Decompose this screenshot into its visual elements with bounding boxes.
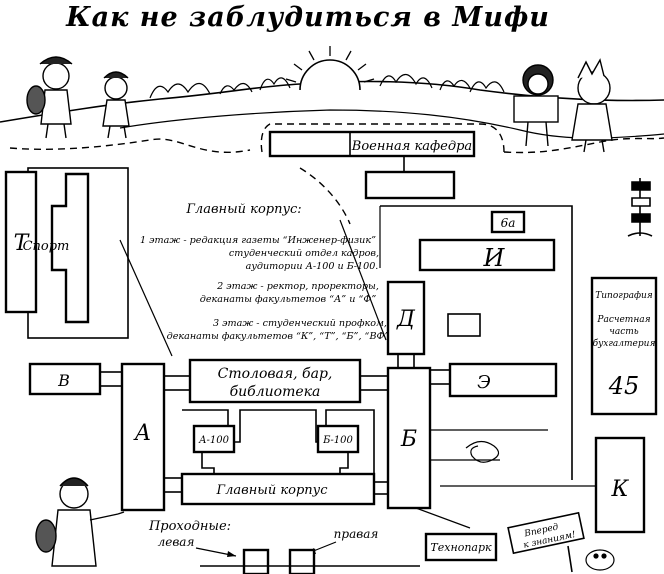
main-building-label: Главный корпус xyxy=(216,483,329,498)
military-department-label: Военная кафедра xyxy=(351,139,472,154)
room-b100[interactable] xyxy=(316,424,360,454)
legend-floor3-line1: 3 этаж - студенческий профком, xyxy=(213,318,387,329)
connector-canteen-b xyxy=(359,375,389,391)
cartoon-kids-right xyxy=(513,58,613,153)
connector-b-e xyxy=(429,369,451,385)
building-sport-label: Спорт xyxy=(23,239,70,254)
building-t[interactable] xyxy=(4,170,38,314)
connector-a-main xyxy=(163,477,183,493)
dashed-path-right xyxy=(503,137,664,154)
building-military-annex[interactable] xyxy=(364,170,456,200)
legend-floor1-line2: студенческий отдел кадров, xyxy=(229,248,379,259)
road-line-left xyxy=(119,239,173,357)
main-building-legend: Главный корпус: 1 этаж - редакция газеты… xyxy=(140,202,389,342)
building-6a-label: 6а xyxy=(501,216,516,230)
building-t-label: Т xyxy=(14,231,31,256)
connector-main-b xyxy=(373,481,389,495)
dashed-path-down xyxy=(299,167,351,225)
checkpoint-left-label: левая xyxy=(158,535,195,549)
canteen-label-line2: библиотека xyxy=(230,384,321,400)
legend-floor1-line1: 1 этаж - редакция газеты “Инженер-физик” xyxy=(140,235,376,246)
dashed-path-top xyxy=(9,138,251,153)
building-technopark[interactable] xyxy=(424,532,498,562)
swirl-decoration xyxy=(465,440,500,463)
map-title: Как не заблудиться в Мифи xyxy=(65,2,550,33)
building-d-label: Д xyxy=(396,307,416,332)
connector-v-a xyxy=(99,371,125,387)
dashed-path-military-left xyxy=(260,123,505,153)
building-sport[interactable] xyxy=(50,172,90,324)
building-v[interactable] xyxy=(28,362,102,396)
building-main[interactable] xyxy=(180,472,376,506)
building-d[interactable] xyxy=(386,280,426,356)
connector-d-b xyxy=(397,353,415,369)
accounting-label-line2: часть xyxy=(609,327,639,337)
checkpoint-right-gate[interactable] xyxy=(288,548,316,574)
signpost-icon xyxy=(627,178,653,237)
right-enclosure xyxy=(380,205,573,480)
canteen-label-line1: Столовая, бар, xyxy=(218,366,333,382)
building-b-label: Б xyxy=(400,427,417,452)
trees-decoration xyxy=(149,73,505,99)
building-e-label: Э xyxy=(477,372,491,393)
connector-a-canteen xyxy=(163,375,191,391)
lower-right-lines xyxy=(415,429,596,529)
building-i-label: И xyxy=(483,244,506,272)
legend-floor2-line2: деканаты факультетов “А” и “Ф” xyxy=(200,294,377,305)
checkpoint-right-label: правая xyxy=(334,527,379,541)
cartoon-creature xyxy=(585,549,615,571)
room-a100-label: А-100 xyxy=(198,435,230,446)
building-i[interactable] xyxy=(418,238,556,272)
room-a100[interactable] xyxy=(192,424,236,454)
checkpoint-left-gate[interactable] xyxy=(242,548,270,574)
building-v-label: В xyxy=(57,371,70,390)
building-a-label: А xyxy=(133,421,152,446)
cartoon-boy-pointing xyxy=(35,477,125,567)
building-a[interactable] xyxy=(120,362,166,512)
legend-floor2-line1: 2 этаж - ректор, проректоры, xyxy=(216,281,379,292)
building-printing-accounting[interactable] xyxy=(590,276,658,416)
checkpoints-heading: Проходные: xyxy=(148,519,231,534)
building-e[interactable] xyxy=(448,362,558,398)
printing-label: Типография xyxy=(595,291,653,301)
room-b100-label: Б-100 xyxy=(322,435,353,446)
building-k[interactable] xyxy=(594,436,646,534)
forward-sign: Вперед к знаниям! xyxy=(507,511,585,573)
building-45-label: 45 xyxy=(608,372,640,400)
legend-floor1-line3: аудитории А-100 и Б-100. xyxy=(246,261,379,272)
building-military-department[interactable] xyxy=(268,130,476,158)
building-6a[interactable] xyxy=(490,210,526,234)
building-b[interactable] xyxy=(386,366,432,510)
building-k-label: К xyxy=(610,477,629,502)
checkpoint-left-arrowhead xyxy=(227,551,236,557)
cartoon-kids-left xyxy=(26,56,130,139)
accounting-label-line3: бухгалтерия xyxy=(593,338,656,349)
sun-icon xyxy=(285,46,375,91)
legend-floor3-line2: деканаты факультетов “К”, “Т”, “Б”, “ВФ” xyxy=(167,331,390,342)
technopark-label: Технопарк xyxy=(430,541,492,554)
accounting-label-line1: Расчетная xyxy=(596,315,650,325)
legend-heading: Главный корпус: xyxy=(185,202,301,217)
road-line-right xyxy=(339,219,387,341)
building-small-square[interactable] xyxy=(447,313,481,337)
